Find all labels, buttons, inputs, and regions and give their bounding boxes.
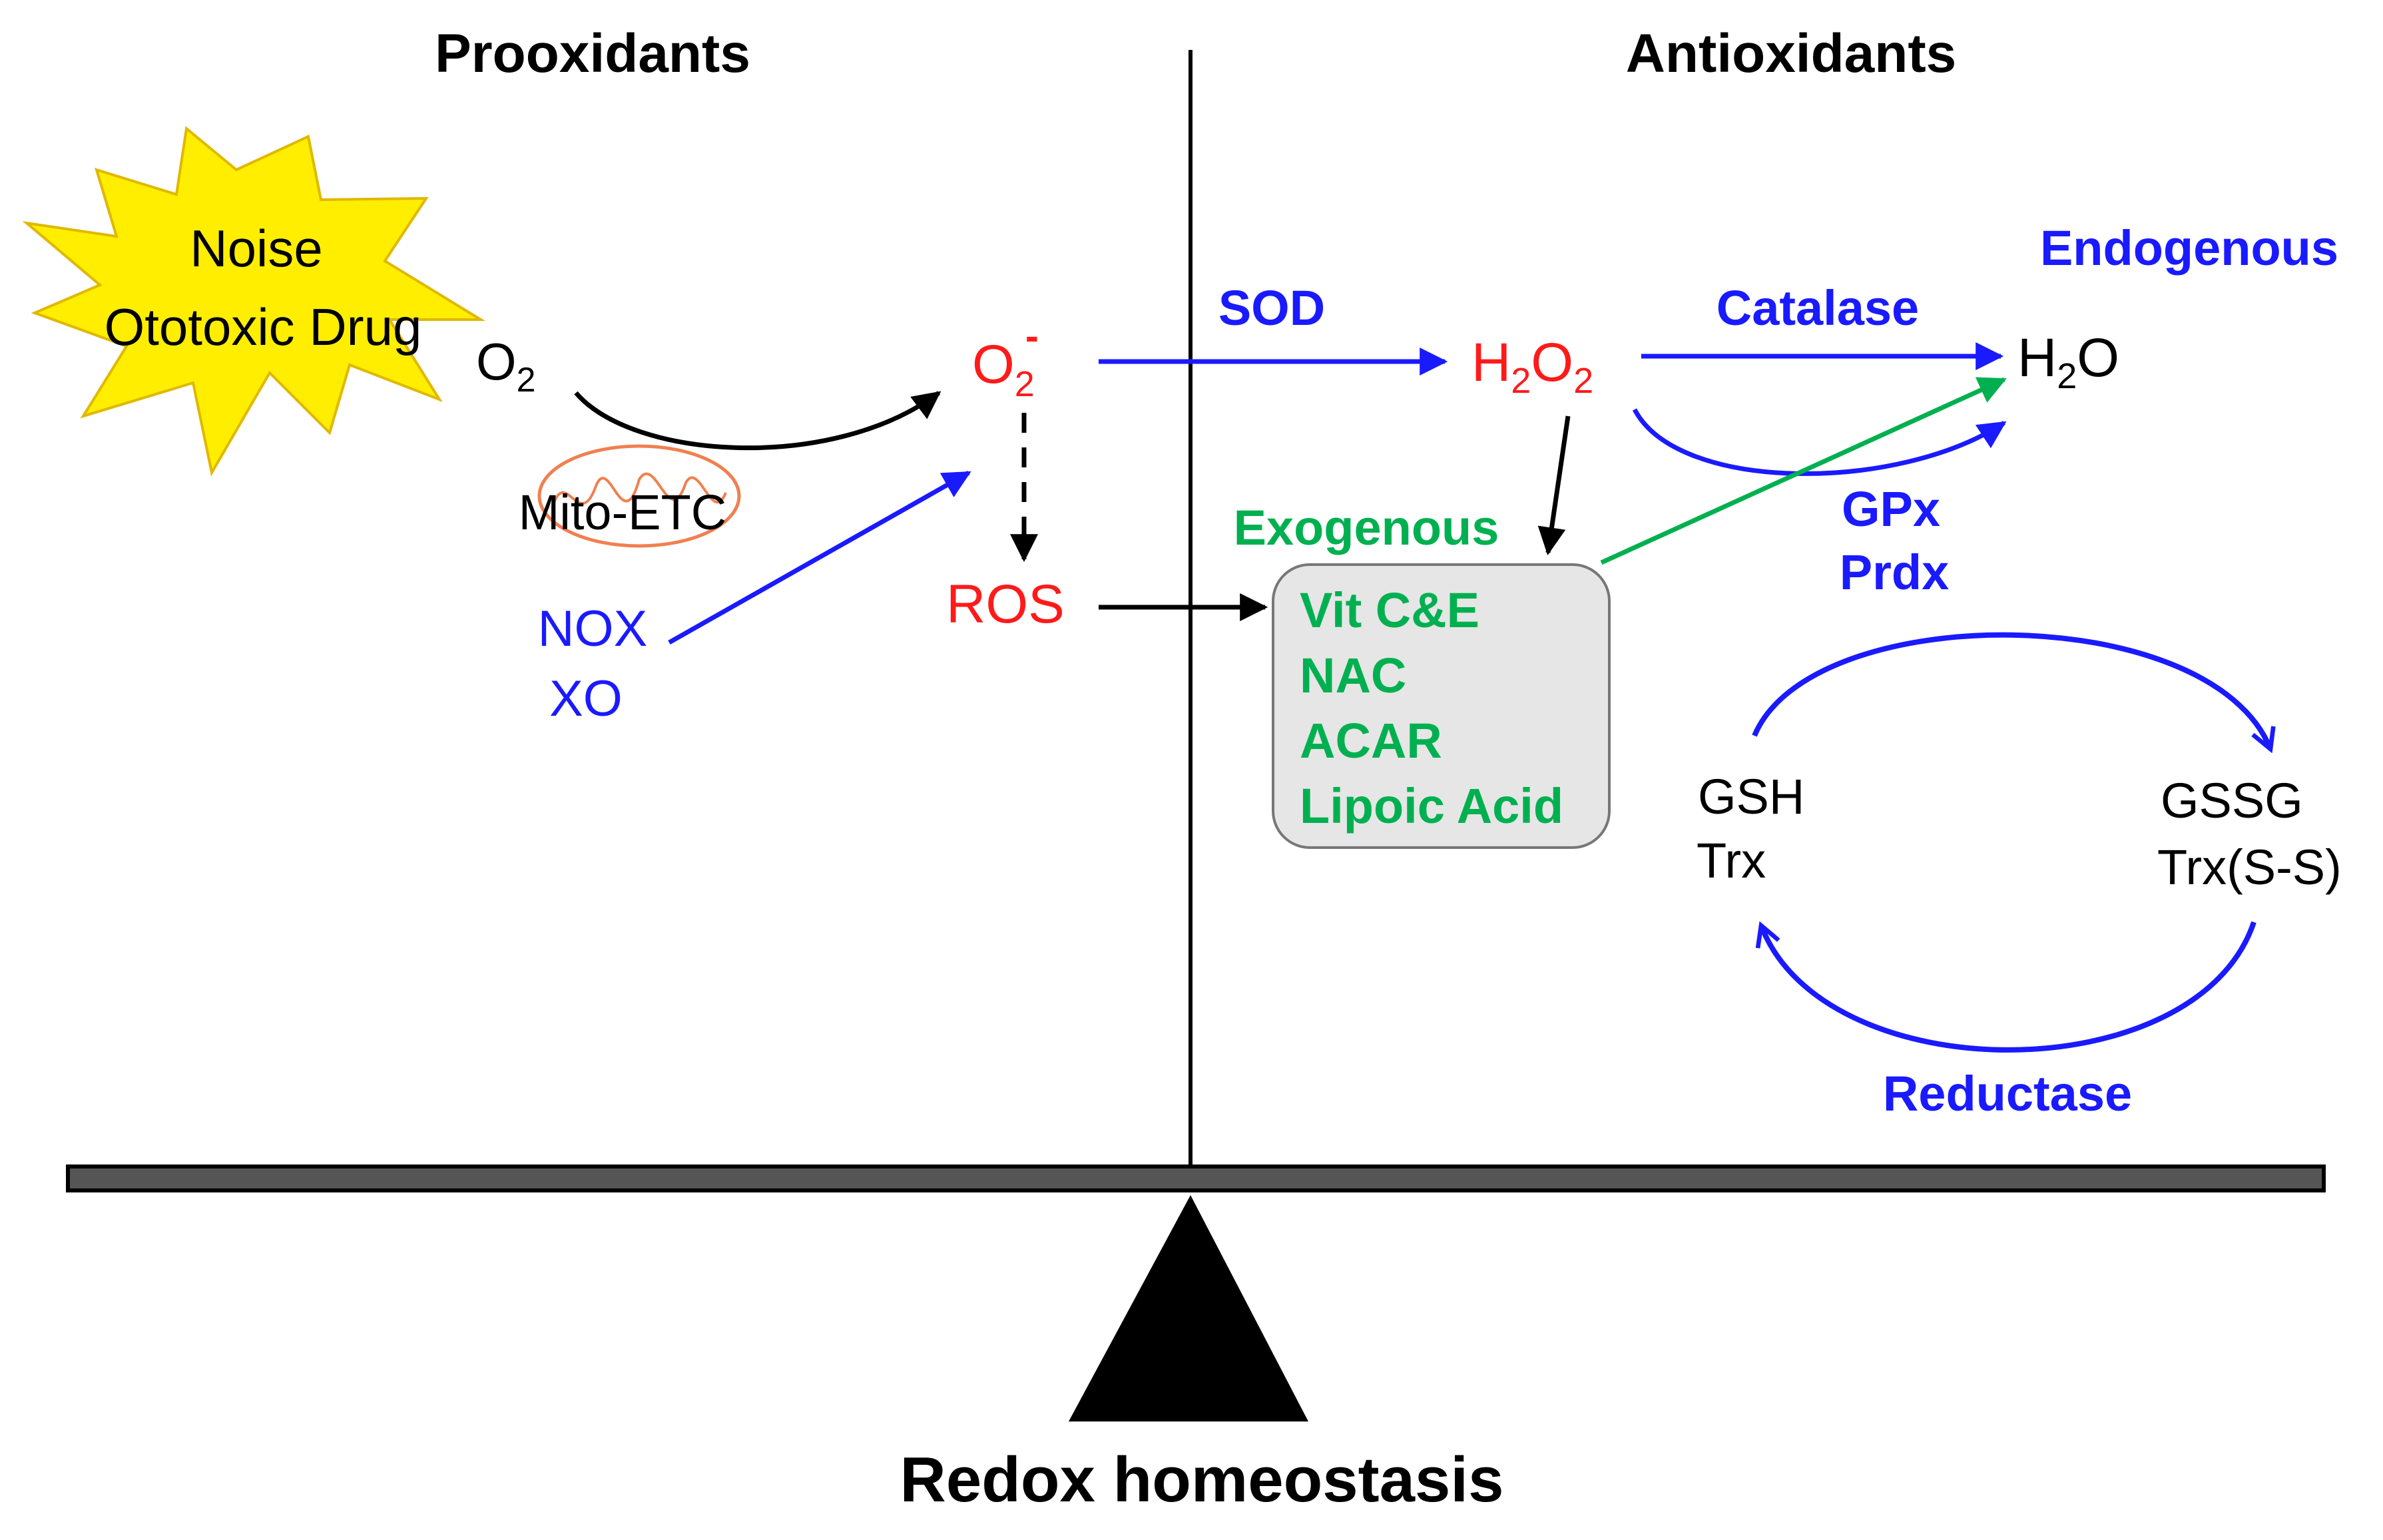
exogenous-label: Exogenous — [1234, 500, 1499, 555]
superoxide-label: O2- — [972, 314, 1039, 404]
nox-to-superoxide-arrow — [668, 470, 971, 645]
trx-ss-label: Trx(S-S) — [2157, 840, 2342, 895]
prdx-label: Prdx — [1840, 545, 1950, 600]
mitochondrion-icon — [537, 444, 741, 548]
antioxidants-header: Antioxidants — [1626, 23, 1957, 84]
exogenous-box — [1272, 563, 1611, 849]
hydrogen-peroxide-label: H2O2 — [1471, 332, 1593, 401]
h2o2-to-exogenous-arrow — [1537, 415, 1571, 556]
gssg-label: GSSG — [2161, 773, 2303, 828]
gpx-label: GPx — [1842, 481, 1940, 537]
gsh-label: GSH — [1698, 769, 1804, 824]
nox-label: NOX — [538, 601, 648, 657]
catalase-label: Catalase — [1717, 280, 1919, 336]
o2-to-superoxide-arrow — [574, 391, 941, 451]
oxidation-cycle-arrow — [1752, 632, 2270, 749]
exogenous-agent: NAC — [1300, 648, 1406, 703]
exogenous-agent: ACAR — [1300, 713, 1442, 768]
redox-homeostasis-label: Redox homeostasis — [900, 1444, 1504, 1515]
exogenous-to-water-arrow — [1600, 377, 2007, 565]
sod-label: SOD — [1218, 280, 1325, 336]
stressor-noise: Noise — [190, 219, 322, 278]
reduction-cycle-arrow — [1761, 922, 2256, 1053]
endogenous-label: Endogenous — [2040, 220, 2338, 276]
stressor-ototoxic-drug: Ototoxic Drug — [105, 298, 422, 356]
reductase-label: Reductase — [1883, 1066, 2132, 1121]
water-label: H2O — [2017, 328, 2119, 396]
exogenous-agent: Vit C&E — [1300, 583, 1479, 638]
trx-label: Trx — [1697, 833, 1766, 888]
prooxidants-header: Prooxidants — [435, 23, 750, 84]
xo-label: XO — [549, 670, 623, 727]
exogenous-agent: Lipoic Acid — [1300, 778, 1563, 834]
stress-starburst — [22, 126, 486, 477]
oxygen-label: O2 — [476, 332, 536, 399]
ros-label: ROS — [946, 574, 1065, 635]
fulcrum-triangle — [1069, 1195, 1308, 1421]
mito-etc-label: Mito-ETC — [519, 485, 726, 540]
balance-beam — [66, 1164, 2326, 1192]
